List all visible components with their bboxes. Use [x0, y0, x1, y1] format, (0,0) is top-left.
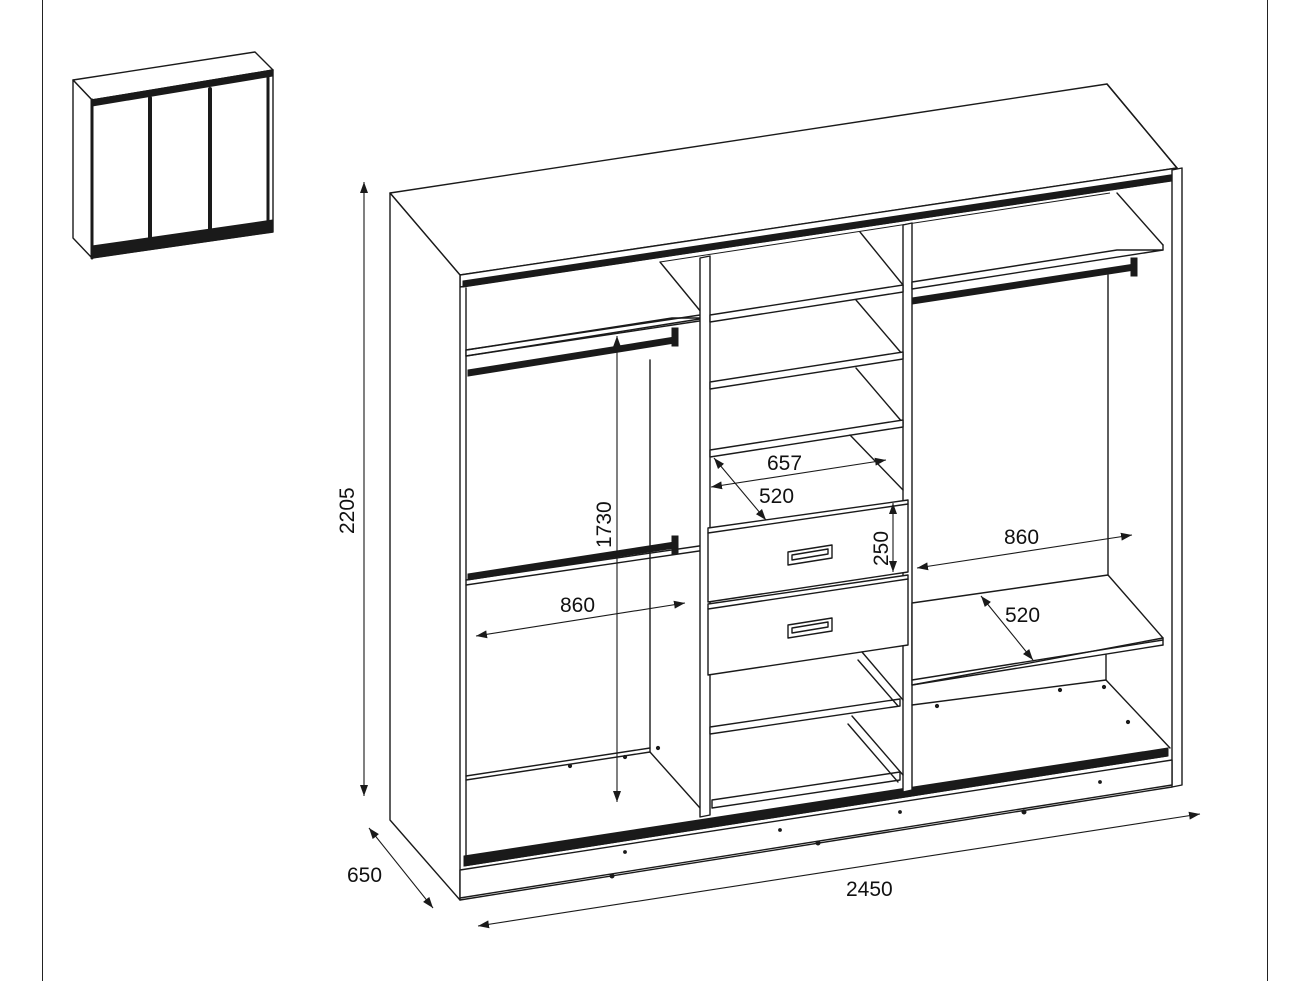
dim-middle-shelf-depth-label: 520	[759, 485, 794, 508]
dim-middle-shelf-depth: 520	[713, 457, 794, 521]
dim-width-total-label: 2450	[846, 878, 893, 901]
dim-left-width: 860	[475, 594, 686, 639]
drawing-frame	[42, 0, 1268, 981]
dim-depth-total-label: 650	[347, 864, 382, 887]
dim-right-width: 860	[916, 526, 1133, 571]
dim-height-total-label: 2205	[336, 487, 359, 534]
dim-hanging-height: 1730	[593, 336, 621, 802]
dim-height-total: 2205	[336, 182, 368, 796]
right-compartment	[911, 192, 1171, 749]
dim-right-shelf-depth: 520	[980, 595, 1040, 661]
thumbnail-wardrobe-icon	[72, 51, 274, 260]
dim-right-shelf-depth-label: 520	[1005, 604, 1040, 627]
dim-middle-shelf-width: 657	[710, 452, 887, 490]
dim-right-width-label: 860	[1004, 526, 1039, 549]
dim-drawer-height: 250	[870, 503, 897, 572]
dim-middle-shelf-width-label: 657	[767, 452, 802, 475]
middle-column	[707, 231, 909, 809]
dim-left-width-label: 860	[560, 594, 595, 617]
dim-hanging-height-label: 1730	[593, 501, 616, 548]
dim-width-total: 2450	[477, 811, 1201, 929]
left-compartment	[465, 261, 707, 809]
dim-depth-total: 650	[347, 827, 434, 909]
dim-drawer-height-label: 250	[870, 531, 893, 566]
